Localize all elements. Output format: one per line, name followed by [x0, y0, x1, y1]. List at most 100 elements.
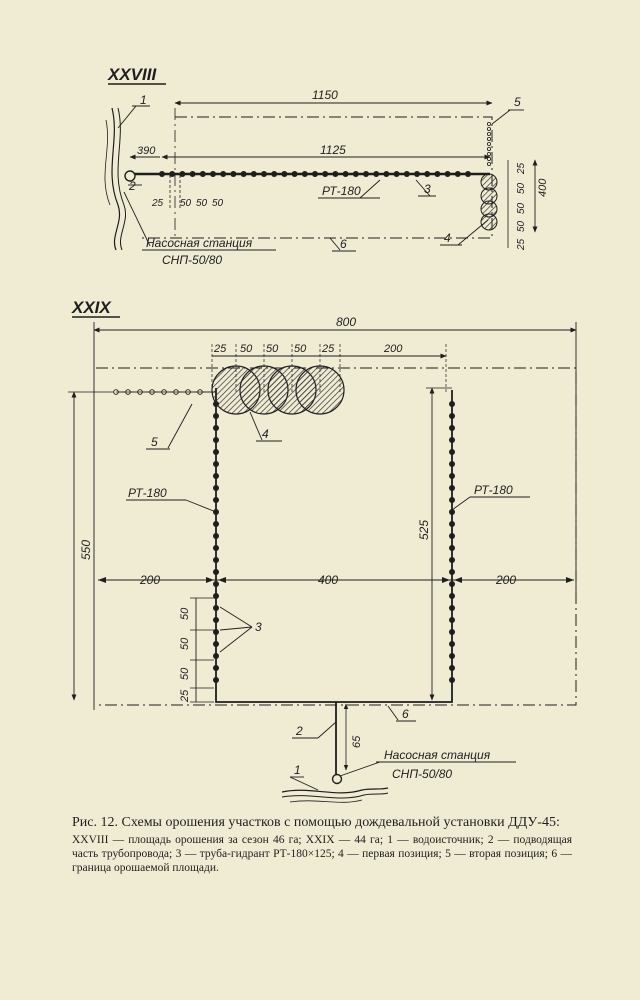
- river-bank: [281, 792, 389, 799]
- leader-5: [491, 109, 511, 125]
- leader-4: [249, 411, 263, 441]
- leader-5: [167, 403, 193, 449]
- hydrant-dot: [291, 171, 298, 177]
- hydrant-dot: [169, 171, 176, 177]
- hydrant-dot: [271, 171, 278, 177]
- label-2: 2: [295, 724, 303, 738]
- inner-boundary: [215, 388, 453, 703]
- leader-pump: [339, 761, 381, 777]
- step-0: 25: [151, 198, 164, 209]
- hydrant-dot: [449, 413, 455, 419]
- hydrant-dot: [449, 449, 455, 455]
- hydrant-dot: [230, 171, 237, 177]
- river-bank: [117, 107, 126, 251]
- hydrant-dot: [240, 171, 247, 177]
- hydrant-dot: [189, 171, 196, 177]
- hydrant-dot: [434, 171, 441, 177]
- lstep-3: 25: [179, 689, 191, 703]
- dim-left-200: 200: [139, 573, 160, 587]
- label-3: 3: [255, 620, 262, 634]
- hydrant-dot: [213, 497, 219, 503]
- hydrant-dot: [449, 581, 455, 587]
- leader-4: [457, 219, 489, 246]
- hydrant-dot: [449, 677, 455, 683]
- hydrant-dot: [449, 593, 455, 599]
- hydrant-dot: [449, 521, 455, 527]
- hydrant-dot: [159, 171, 165, 177]
- tstep-0: 25: [213, 343, 227, 355]
- diagram-a-title: XXVIII: [107, 65, 157, 84]
- chain-link: [486, 151, 491, 156]
- label-1: 1: [294, 763, 301, 777]
- river-bank: [289, 799, 363, 803]
- sprinkler-position: [480, 213, 498, 231]
- hydrant-dot: [210, 171, 216, 177]
- hydrant-dot: [213, 545, 219, 551]
- hydrant-dot: [393, 171, 400, 177]
- area-boundary: [96, 367, 577, 706]
- hydrant-dot: [213, 641, 219, 647]
- position-1-circles: [211, 365, 345, 415]
- lstep-0: 50: [179, 607, 191, 620]
- hydrant-dot: [363, 171, 369, 177]
- dim-390-label: 390: [137, 145, 156, 157]
- pipe-label: РТ-180: [322, 184, 361, 198]
- figure-caption: Рис. 12. Схемы орошения участков с помощ…: [72, 814, 572, 875]
- rstep-3: 50: [516, 220, 527, 232]
- sprinkler-position: [295, 365, 345, 415]
- irrigation-figure: XXVIII 1150 390 1125 25 50 50 50: [68, 65, 577, 803]
- dim-1125-label: 1125: [320, 143, 346, 157]
- lstep-1: 50: [179, 637, 191, 650]
- left-ticks: [190, 597, 214, 703]
- hydrant-dot: [449, 569, 455, 575]
- hydrant-dot: [213, 425, 219, 431]
- position-2-chain: [113, 389, 212, 395]
- label-5: 5: [514, 95, 521, 109]
- river-bank: [281, 787, 389, 794]
- hydrant-dot: [213, 437, 219, 443]
- hydrant-dot: [213, 449, 219, 455]
- pipe-right-label: РТ-180: [474, 483, 513, 497]
- hydrant-dot: [424, 171, 431, 177]
- hydrant-dot: [454, 171, 461, 177]
- hydrant-dot: [449, 473, 455, 479]
- tstep-1: 50: [240, 343, 253, 355]
- hydrant-dot: [213, 557, 219, 563]
- label-6: 6: [402, 707, 409, 721]
- hydrant-dot: [449, 509, 455, 515]
- rstep-2: 50: [516, 202, 527, 214]
- hydrant-dot: [213, 569, 219, 575]
- position-2-chain: [486, 122, 491, 166]
- chain-link: [486, 122, 491, 127]
- hydrant-dot: [449, 533, 455, 539]
- dim-800-label: 800: [336, 315, 356, 329]
- hydrant-dot: [213, 653, 219, 659]
- hydrant-dot: [322, 171, 329, 177]
- dim-65-label: 65: [351, 735, 363, 748]
- hydrant-dot: [449, 425, 455, 431]
- hydrant-dot: [414, 171, 420, 177]
- hydrant-dot: [250, 171, 257, 177]
- hydrant-dot: [213, 617, 219, 623]
- label-2: 2: [128, 179, 136, 193]
- caption-title-line1: Рис. 12. Схемы орошения участков с помощ…: [72, 815, 440, 830]
- pump-name: Насосная станция: [146, 236, 253, 250]
- hydrant-dot: [449, 437, 455, 443]
- diagram-xxviii: XXVIII 1150 390 1125 25 50 50 50: [104, 65, 549, 267]
- hydrant-dot: [213, 485, 219, 491]
- chain-link: [486, 127, 491, 132]
- position-1-circles: [480, 173, 498, 231]
- hydrant-dot: [449, 653, 455, 659]
- label-3: 3: [424, 182, 431, 196]
- diagram-xxix: XXIX 800 25 50 50 50 25 200 550 525 200 …: [68, 298, 577, 803]
- leader-6: [329, 237, 341, 251]
- leader-3: [415, 179, 431, 197]
- hydrant-dot: [213, 461, 219, 467]
- dim-middle-400: 400: [318, 573, 338, 587]
- chain-link: [486, 136, 491, 141]
- hydrant-dot: [332, 171, 339, 177]
- hydrant-dot: [383, 171, 390, 177]
- step-1: 50: [180, 198, 192, 209]
- pump-marker: [124, 170, 136, 182]
